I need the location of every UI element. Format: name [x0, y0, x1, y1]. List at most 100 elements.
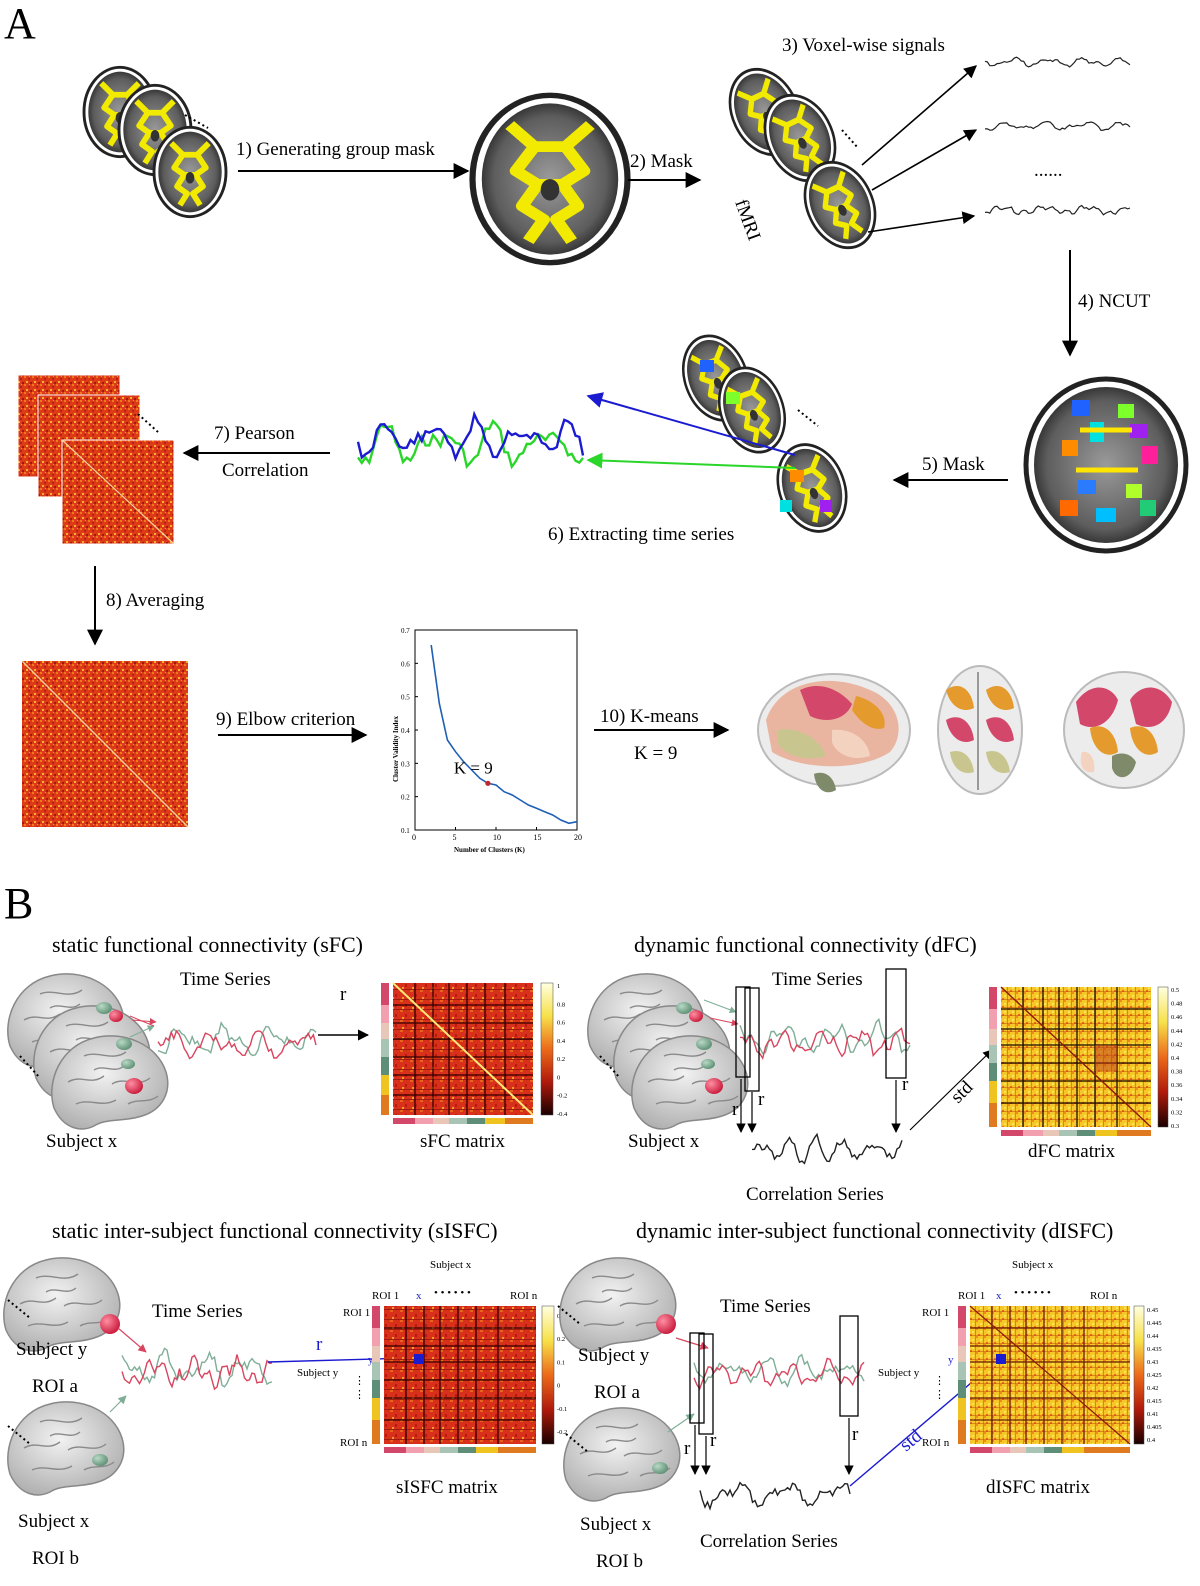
- disfc-window-last: [839, 1315, 859, 1417]
- colorbar-tick-label: 0.435: [1147, 1346, 1162, 1353]
- disfc-title: dynamic inter-subject functional connect…: [636, 1218, 1113, 1243]
- sisfc-side-dots-2: ⋮: [354, 1389, 365, 1401]
- dfc-r-label-2: r: [758, 1089, 765, 1110]
- disfc-matrix: [958, 1305, 1145, 1453]
- elbow-ytick-label: 0.3: [401, 760, 410, 768]
- colorbar-tick-label: 0.8: [557, 1001, 565, 1008]
- colorbar-tick-label: 0.45: [1147, 1307, 1158, 1314]
- dfc-title: dynamic functional connectivity (dFC): [634, 932, 977, 957]
- dfc-correlation-series: [751, 1132, 903, 1165]
- disfc-side-dots: ⋮: [934, 1375, 945, 1387]
- sfc-matrix-label: sFC matrix: [420, 1131, 505, 1152]
- disfc-time-series-label: Time Series: [720, 1296, 811, 1317]
- colorbar-tick-label: 0.425: [1147, 1372, 1162, 1379]
- sisfc-arrow-red: [117, 1327, 147, 1353]
- elbow-ytick-label: 0.1: [401, 827, 410, 835]
- colorbar-tick-label: 0.42: [1147, 1385, 1158, 1392]
- arrow-voxel-1: [861, 65, 977, 166]
- disfc-series-red: [693, 1357, 865, 1391]
- sisfc-matrix-subject-x: Subject x: [430, 1259, 472, 1271]
- sisfc-subject-x-label: Subject x: [18, 1511, 90, 1532]
- colorbar-tick-label: 0.43: [1147, 1359, 1158, 1366]
- colorbar-tick-label: 0: [557, 1074, 560, 1081]
- arrow-voxel-3: [867, 211, 976, 233]
- colorbar-tick-label: 0.4: [1171, 1055, 1180, 1062]
- kmeans-network-lateral-view: [757, 673, 911, 793]
- sfc-series-green: [157, 1021, 317, 1057]
- step9-label: 9) Elbow criterion: [216, 709, 356, 730]
- elbow-ylabel: Cluster Validity Index: [392, 716, 400, 782]
- disfc-brain-subject-x: [563, 1407, 681, 1502]
- step7-label-a: 7) Pearson: [214, 423, 295, 444]
- disfc-colorbar-ticks: 0.450.4450.440.4350.430.4250.420.4150.41…: [1147, 1307, 1162, 1444]
- sisfc-roi-n-side: ROI n: [340, 1437, 368, 1449]
- arrow-roi-blue: [586, 392, 796, 456]
- dfc-subject-label: Subject x: [628, 1131, 700, 1152]
- sisfc-series-green: [121, 1347, 273, 1388]
- disfc-roi-n-side: ROI n: [922, 1437, 950, 1449]
- sfc-colorbar-ticks: 10.80.60.40.20-0.2-0.4: [557, 983, 568, 1118]
- sfc-r-label: r: [340, 984, 347, 1005]
- disfc-roi-1-side: ROI 1: [922, 1307, 949, 1319]
- dfc-time-series-label: Time Series: [772, 969, 863, 990]
- sisfc-subject-y-label: Subject y: [16, 1339, 88, 1360]
- dfc-arrow-green: [703, 999, 737, 1014]
- colorbar-tick-label: 0.32: [1171, 1109, 1182, 1116]
- disfc-roi-n-top: ROI n: [1090, 1290, 1118, 1302]
- sisfc-title: static inter-subject functional connecti…: [52, 1218, 498, 1243]
- sisfc-roi-n-top: ROI n: [510, 1290, 538, 1302]
- subject-fc-matrix-stack: [17, 374, 175, 545]
- disfc-correlation-series-label: Correlation Series: [700, 1531, 838, 1552]
- elbow-xtick-label: 10: [493, 833, 501, 842]
- disfc-correlation-series: [699, 1481, 851, 1511]
- disfc-roi-b-label: ROI b: [596, 1551, 643, 1572]
- fmri-label: fMRI: [730, 197, 764, 244]
- dfc-std-arrow: [909, 1049, 993, 1131]
- dfc-matrix-label: dFC matrix: [1028, 1141, 1116, 1162]
- dfc-std-label: std: [947, 1077, 978, 1108]
- step2-label: 2) Mask: [630, 151, 693, 172]
- sisfc-side-dots: ⋮: [354, 1375, 365, 1387]
- colorbar-tick-label: 0.4: [557, 1038, 566, 1045]
- colorbar-tick-label: -0.2: [557, 1429, 567, 1436]
- colorbar-tick-label: 0.41: [1147, 1411, 1158, 1418]
- sfc-title: static functional connectivity (sFC): [52, 932, 363, 957]
- elbow-k9-marker: [485, 780, 491, 786]
- group-mask-brain: [473, 95, 628, 262]
- elbow-ytick-label: 0.7: [401, 627, 410, 635]
- disfc-top-dots: • • • • • •: [1014, 1287, 1051, 1299]
- sfc-arrow-red: [131, 1017, 157, 1025]
- colorbar-tick-label: 0.44: [1171, 1028, 1183, 1035]
- step8-label: 8) Averaging: [106, 590, 205, 611]
- sisfc-top-dots: • • • • • •: [434, 1287, 471, 1299]
- sfc-series-red: [157, 1029, 317, 1060]
- colorbar-tick-label: 0.1: [557, 1359, 565, 1366]
- dfc-r-label-1: r: [732, 1099, 739, 1120]
- colorbar-tick-label: 0.36: [1171, 1082, 1183, 1089]
- dfc-arrow-red: [709, 1017, 739, 1027]
- disfc-r-label-last: r: [852, 1424, 859, 1445]
- sisfc-y-marker: y: [368, 1354, 374, 1366]
- panel-letter-b: B: [4, 879, 33, 928]
- colorbar-tick-label: 0.415: [1147, 1398, 1162, 1405]
- colorbar-tick-label: 0.42: [1171, 1041, 1182, 1048]
- disfc-matrix-subject-x: Subject x: [1012, 1259, 1054, 1271]
- disfc-subject-y-label: Subject y: [578, 1345, 650, 1366]
- kmeans-network-dorsal-view: [937, 665, 1023, 795]
- subject-brain-stack: [84, 67, 226, 216]
- dfc-window-last: [885, 968, 907, 1079]
- colorbar-tick-label: 0.44: [1147, 1333, 1159, 1340]
- step10-label-b: K = 9: [634, 743, 677, 764]
- voxel-signal-1: [984, 56, 1131, 68]
- sisfc-matrix: [372, 1305, 555, 1453]
- sfc-matrix: [381, 982, 554, 1124]
- dfc-window-2: [744, 987, 760, 1092]
- voxel-signal-2: [985, 120, 1131, 132]
- colorbar-tick-label: -0.4: [557, 1111, 568, 1118]
- elbow-ytick-label: 0.5: [401, 694, 410, 702]
- colorbar-tick-label: 0: [557, 1383, 560, 1390]
- sisfc-roi-b-label: ROI b: [32, 1548, 79, 1569]
- colorbar-tick-label: 0.4: [1147, 1437, 1156, 1444]
- group-average-fc-matrix: [21, 660, 189, 828]
